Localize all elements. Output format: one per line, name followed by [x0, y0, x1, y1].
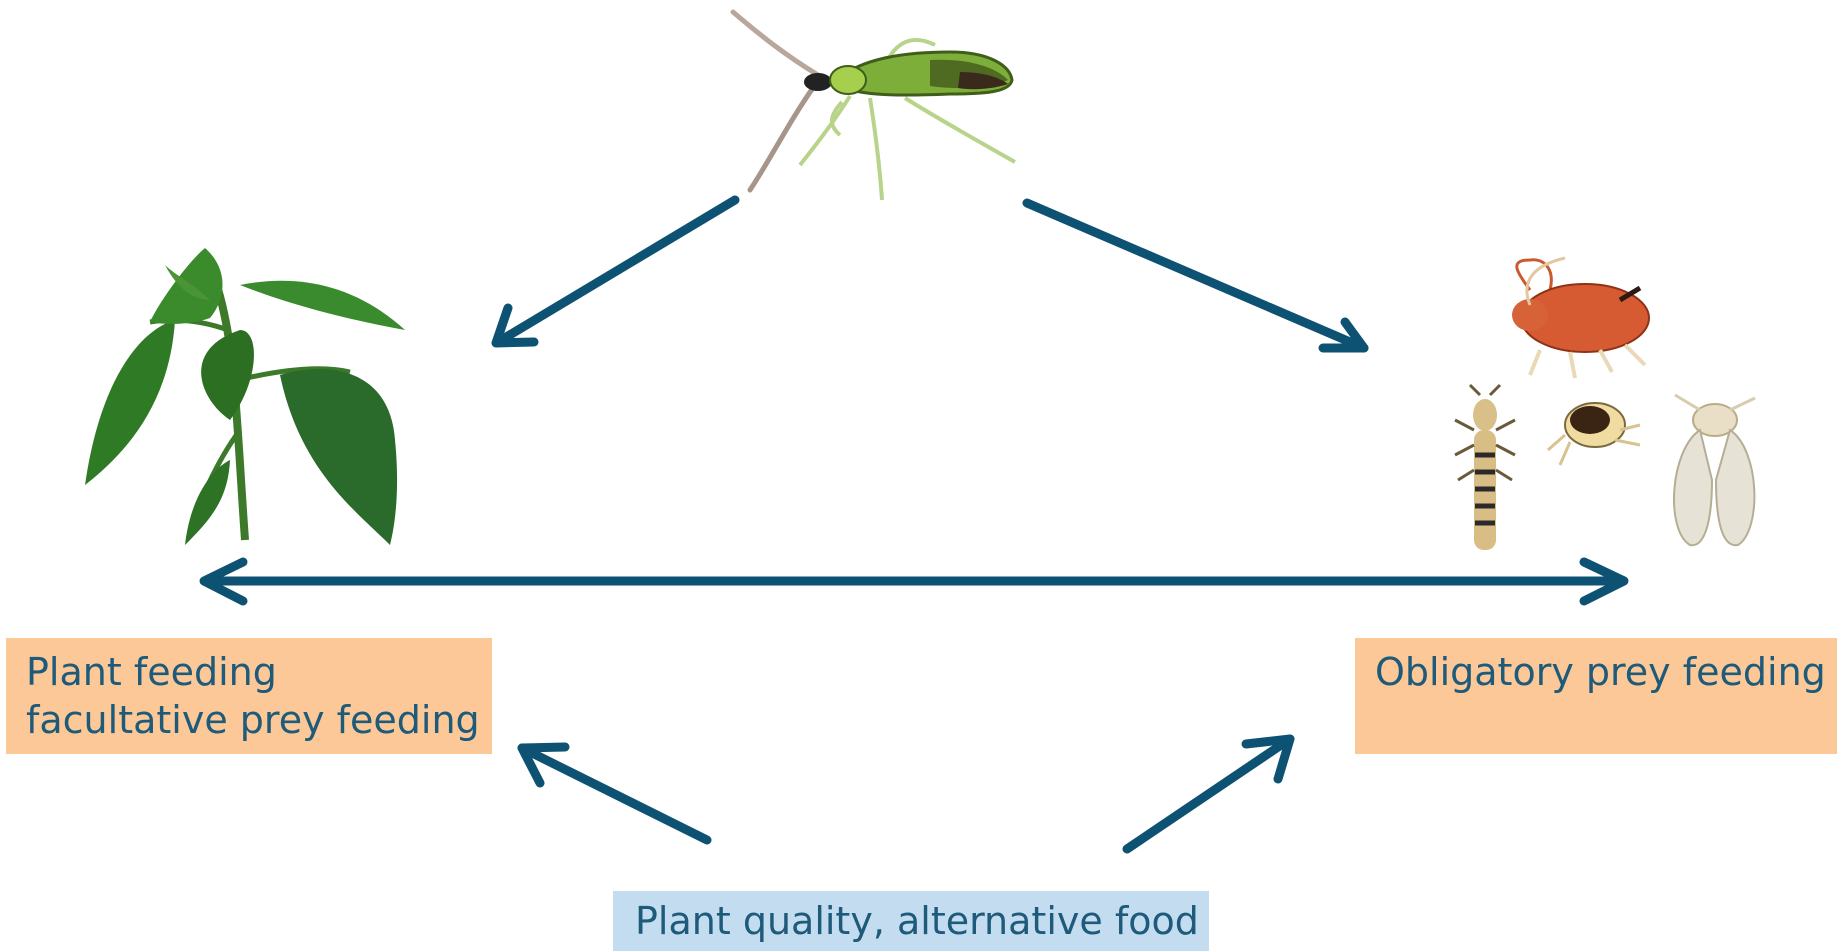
mirid-bug-icon	[733, 12, 1015, 200]
thrips-icon	[1455, 385, 1515, 550]
arrow-bug-to-prey	[1027, 203, 1364, 348]
obligatory-prey-feeding-label-box: Obligatory prey feeding	[1355, 638, 1837, 754]
facultative-prey-feeding-label: facultative prey feeding	[26, 696, 492, 744]
plant-feeding-label: Plant feeding	[26, 648, 492, 696]
pepper-plant-icon	[85, 248, 405, 545]
spider-mite-icon	[1548, 403, 1640, 465]
arrow-factors-to-prey-feeding	[1127, 739, 1290, 849]
whitefly-icon	[1674, 395, 1755, 545]
aphid-icon	[1512, 258, 1649, 378]
plant-feeding-label-box: Plant feeding facultative prey feeding	[6, 638, 492, 754]
arrow-bug-to-plant	[496, 200, 735, 343]
arrow-factors-to-plant-feeding	[522, 747, 707, 840]
plant-quality-alternative-food-label: Plant quality, alternative food	[635, 897, 1209, 945]
obligatory-prey-feeding-label: Obligatory prey feeding	[1375, 648, 1837, 696]
plant-quality-label-box: Plant quality, alternative food	[613, 891, 1209, 951]
arrow-plant-prey-bidirectional	[204, 562, 1624, 601]
